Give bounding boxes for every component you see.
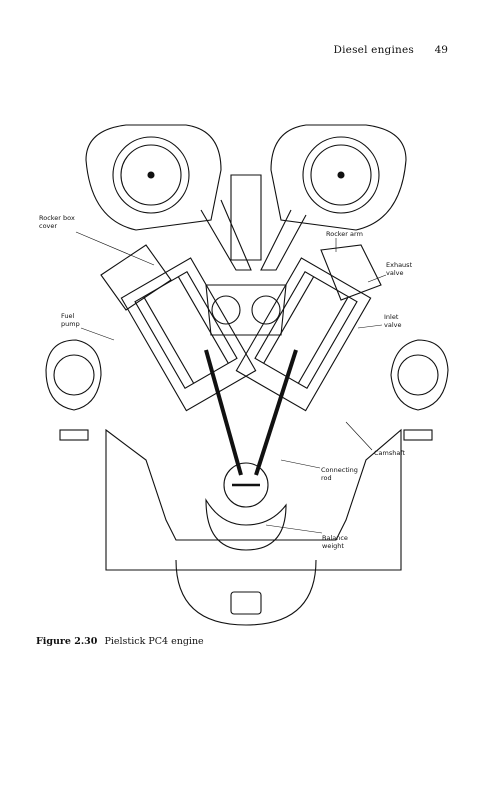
right-cylinder-block [235, 257, 372, 412]
left-turbocharger-housing [85, 124, 222, 231]
running-head: Diesel engines 49 [0, 44, 494, 60]
connecting-rod-label: Connecting [321, 466, 358, 474]
figure-number: Figure 2.30 [36, 636, 98, 647]
connecting-rod-label-line-2: rod [321, 474, 332, 482]
fuel-pump-label: Fuel [61, 312, 75, 320]
camshaft-label: Camshaft [374, 449, 406, 457]
exhaust-valve-label-line-2: valve [386, 269, 403, 277]
balance-weight-label: Balance [322, 534, 348, 542]
engine-figure: Rocker box cover Rocker arm Exhaust valv… [36, 100, 456, 630]
figure-caption: Figure 2.30 Pielstick PC4 engine [36, 636, 204, 647]
fuel-pump-label-line-2: pump [61, 320, 80, 328]
exhaust-valve-label: Exhaust [386, 261, 413, 269]
rocker-box-cover-label-line-2: cover [39, 222, 57, 230]
left-cylinder-block [120, 257, 257, 412]
figure-caption-text: Pielstick PC4 engine [104, 636, 204, 647]
rocker-arm-label: Rocker arm [326, 230, 363, 238]
balance-weight-label-line-2: weight [322, 542, 344, 550]
right-turbocharger-housing [270, 124, 407, 231]
inlet-valve-label: Inlet [384, 313, 399, 321]
rocker-box-cover-label: Rocker box [39, 214, 75, 222]
inlet-valve-label-line-2: valve [384, 321, 401, 329]
sump [175, 559, 317, 626]
running-title: Diesel engines [333, 44, 414, 56]
engine-cross-section-drawing: Rocker box cover Rocker arm Exhaust valv… [39, 124, 449, 626]
page-number: 49 [434, 44, 448, 56]
balance-weight [205, 498, 287, 551]
crankshaft [223, 462, 269, 508]
crankcase [105, 428, 402, 571]
